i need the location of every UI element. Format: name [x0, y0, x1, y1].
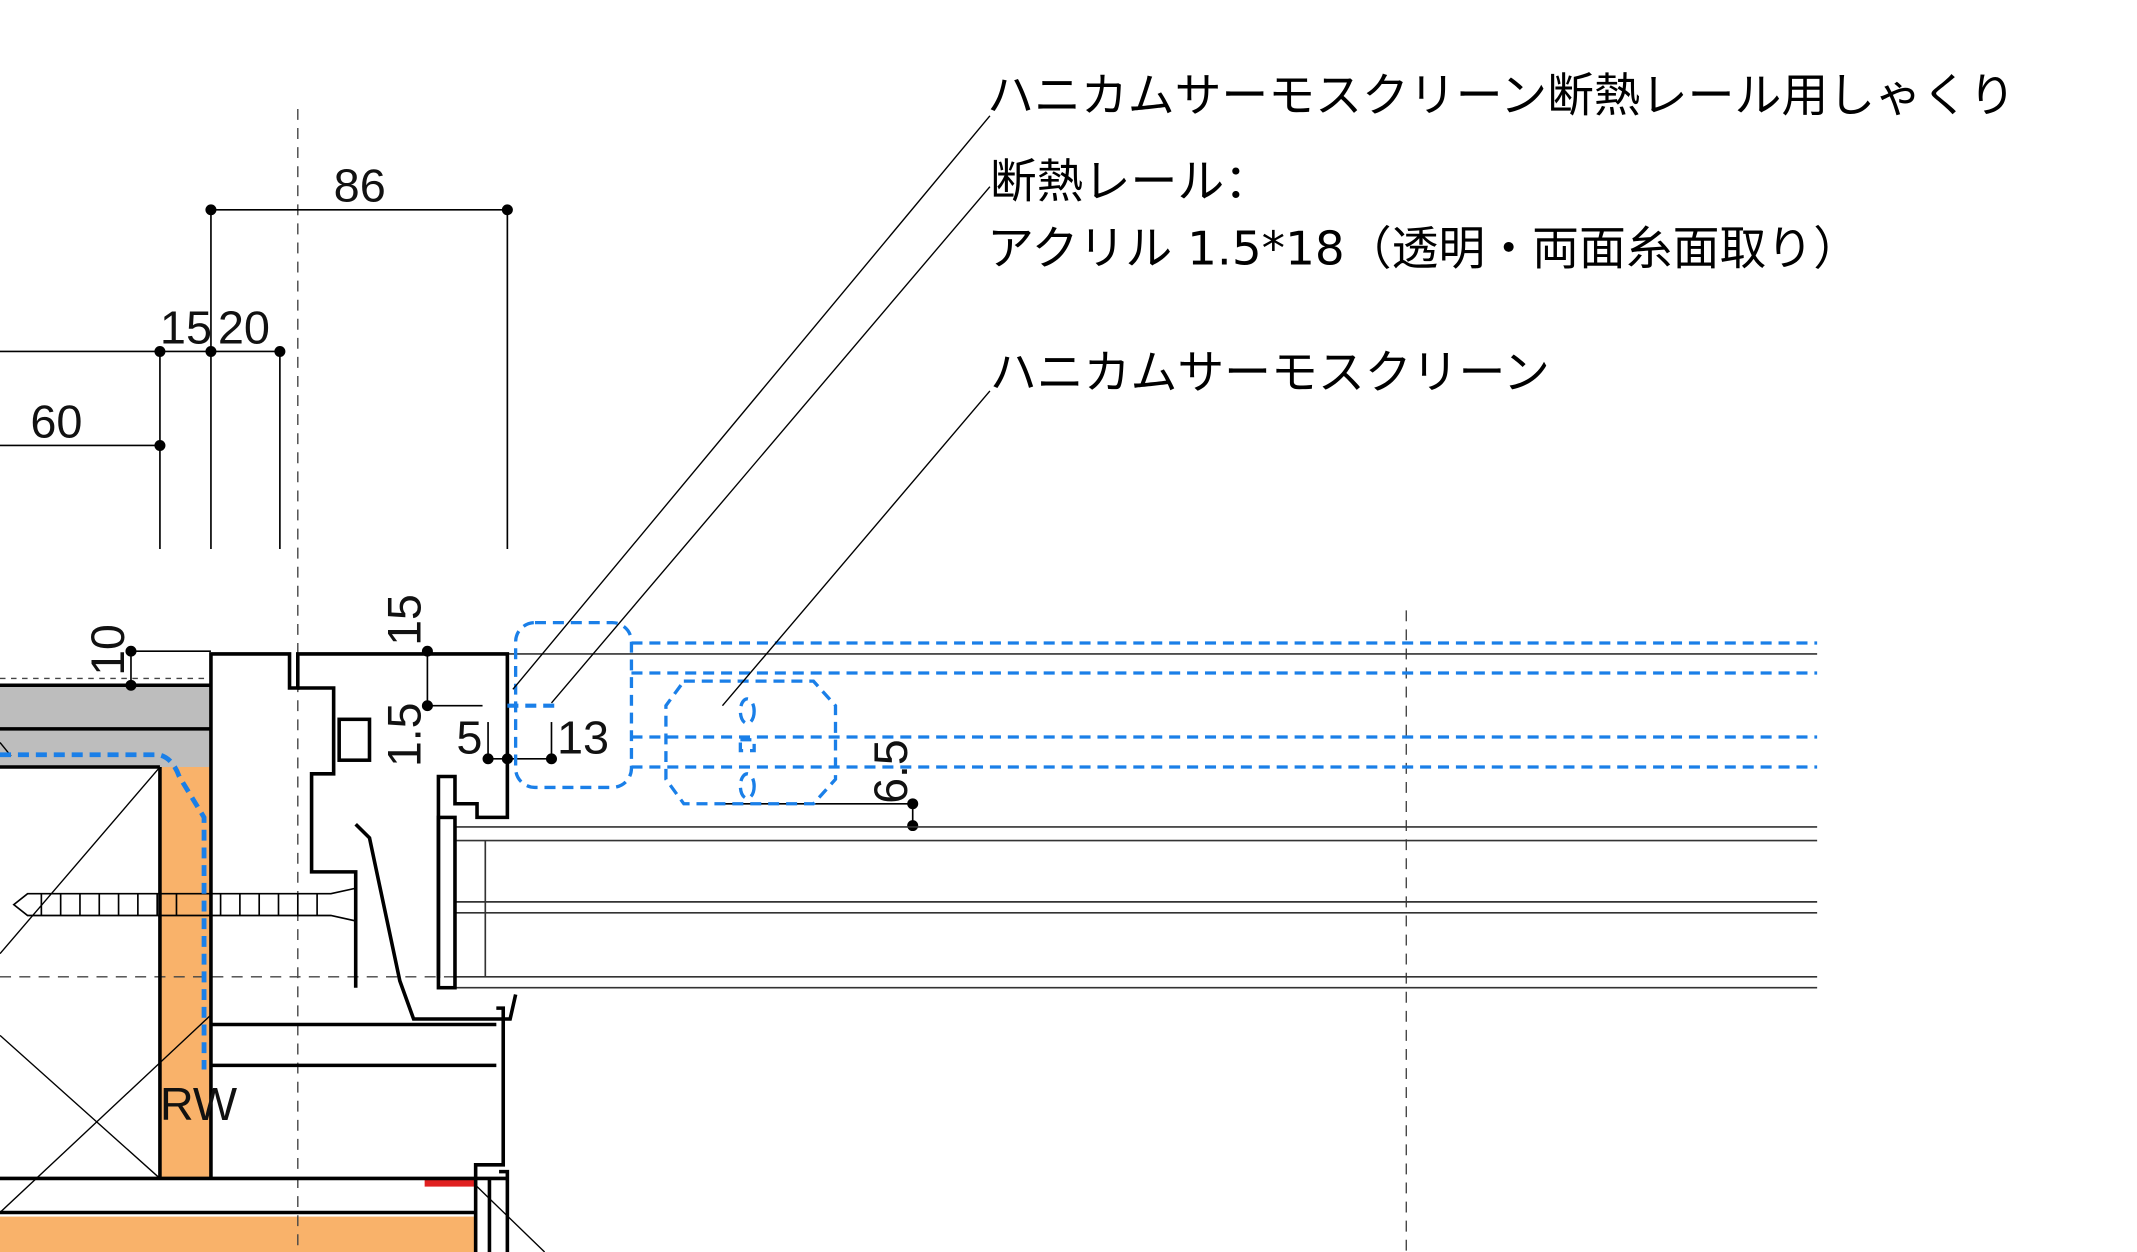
concrete-band-lower — [0, 728, 211, 768]
dim-86: 86 — [334, 160, 386, 212]
label-rail: 断熱レール： — [990, 155, 1271, 209]
dim-15-vertical: 15 — [378, 594, 430, 646]
window-frame-profile — [0, 652, 518, 1252]
leader-lines — [512, 115, 991, 707]
dim-15: 15 — [160, 302, 212, 354]
frame-lines — [454, 653, 1818, 989]
dim-5: 5 — [456, 712, 482, 764]
dim-6-5: 6.5 — [865, 739, 917, 803]
dim-1-5: 1.5 — [378, 703, 430, 767]
honeycomb-screen-outline — [0, 620, 1818, 1070]
label-shakuri: ハニカムサーモスクリーン断熱レール用しゃくり — [987, 69, 2015, 123]
dim-20: 20 — [218, 302, 270, 354]
centerlines — [0, 108, 1407, 1252]
hatch-lines — [0, 742, 546, 1252]
material-label-rw: RW — [160, 1078, 237, 1130]
dim-60: 60 — [30, 396, 82, 448]
dim-13: 13 — [557, 712, 609, 764]
sealant — [424, 1179, 478, 1187]
label-screen: ハニカムサーモスクリーン — [990, 346, 1550, 400]
bottom-insulation — [0, 1216, 476, 1252]
label-rail-spec: アクリル 1.5*18（透明・両面糸面取り） — [987, 222, 1860, 276]
concrete-band — [0, 685, 211, 729]
dim-10: 10 — [82, 624, 134, 676]
dimension-dots — [125, 204, 919, 832]
